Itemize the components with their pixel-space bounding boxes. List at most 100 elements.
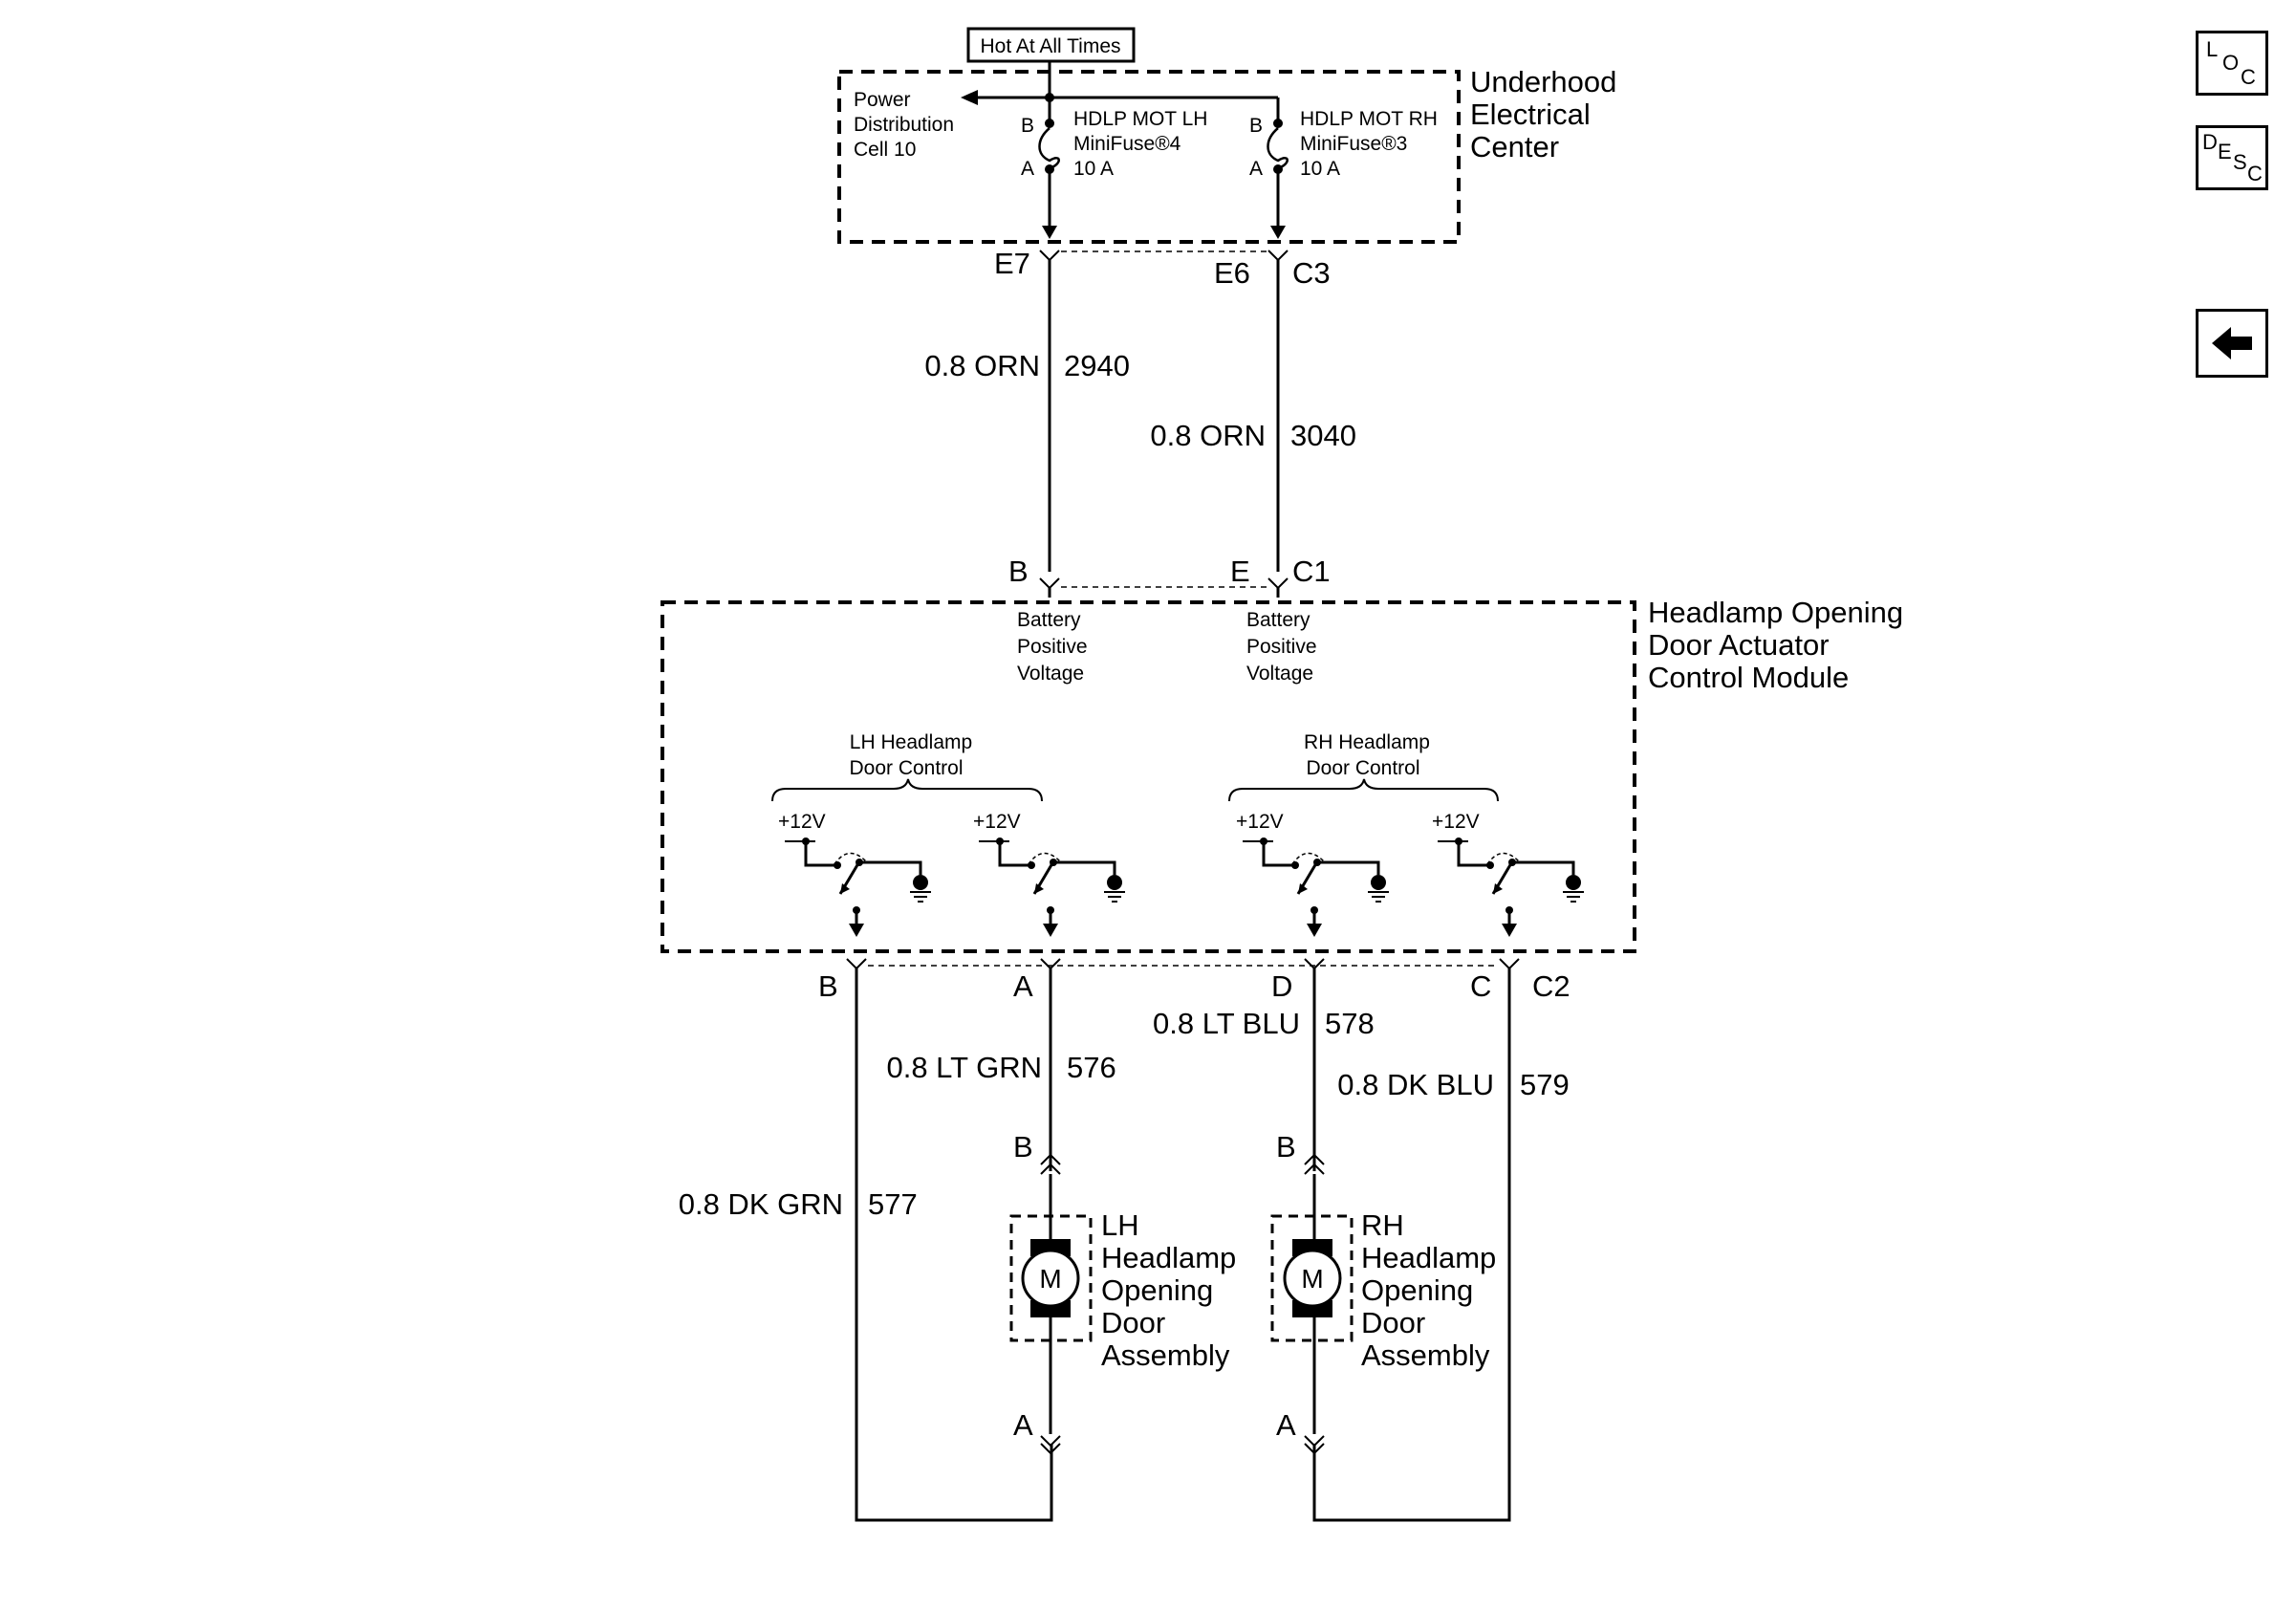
svg-text:Door Control: Door Control — [849, 757, 963, 779]
svg-text:0.8 DK BLU: 0.8 DK BLU — [1337, 1068, 1494, 1101]
svg-text:Electrical: Electrical — [1470, 98, 1591, 131]
supply-label-2: +12V — [973, 811, 1021, 833]
svg-text:RH Headlamp: RH Headlamp — [1304, 731, 1430, 753]
relay-switch-2 — [979, 838, 1125, 937]
svg-text:Opening: Opening — [1361, 1273, 1473, 1307]
svg-text:Door: Door — [1361, 1306, 1425, 1339]
svg-text:RH: RH — [1361, 1208, 1404, 1242]
connector-pin-e-c1: E — [1230, 555, 1250, 588]
svg-text:M: M — [1301, 1264, 1323, 1294]
lh-motor-name: LH Headlamp Opening Door Assembly — [1101, 1208, 1236, 1372]
svg-text:Headlamp: Headlamp — [1361, 1241, 1496, 1274]
svg-text:Distribution: Distribution — [854, 114, 954, 136]
wire-577 — [855, 968, 1053, 1522]
svg-text:Cell 10: Cell 10 — [854, 139, 916, 161]
svg-text:Underhood: Underhood — [1470, 65, 1616, 98]
connector-c3-label: C3 — [1292, 256, 1331, 290]
svg-text:A: A — [1249, 158, 1263, 180]
connector-pin-a-c2: A — [1013, 969, 1033, 1003]
loc-letter-c: C — [2241, 65, 2256, 89]
control-module-title: Headlamp Opening Door Actuator Control M… — [1648, 596, 1903, 694]
svg-text:Door Control: Door Control — [1306, 757, 1419, 779]
svg-text:Battery: Battery — [1246, 609, 1310, 631]
svg-text:MiniFuse®4: MiniFuse®4 — [1073, 133, 1181, 155]
power-distribution-label: Power Distribution Cell 10 — [854, 89, 954, 161]
underhood-electrical-center-title: Underhood Electrical Center — [1470, 65, 1616, 163]
svg-text:Power: Power — [854, 89, 911, 111]
supply-label-1: +12V — [778, 811, 826, 833]
supply-label-3: +12V — [1236, 811, 1284, 833]
wire-label-576: 0.8 LT GRN 576 — [886, 1051, 1116, 1084]
power-distribution-arrow-icon — [961, 90, 978, 105]
battery-positive-voltage-right: Battery Positive Voltage — [1246, 609, 1317, 685]
desc-letter-e: E — [2218, 140, 2232, 163]
wire-579 — [1312, 968, 1511, 1522]
back-button[interactable] — [2196, 309, 2268, 378]
arrow-left-icon — [2212, 327, 2252, 359]
svg-text:A: A — [1021, 158, 1034, 180]
relay-switch-3 — [1243, 838, 1389, 937]
svg-text:577: 577 — [868, 1187, 918, 1221]
svg-text:578: 578 — [1325, 1007, 1375, 1040]
svg-text:Door: Door — [1101, 1306, 1165, 1339]
desc-letter-s: S — [2233, 150, 2247, 174]
svg-text:M: M — [1039, 1264, 1061, 1294]
svg-text:576: 576 — [1067, 1051, 1116, 1084]
svg-text:2940: 2940 — [1064, 349, 1130, 382]
svg-text:10 A: 10 A — [1073, 158, 1114, 180]
svg-text:Center: Center — [1470, 130, 1559, 163]
svg-text:B: B — [1276, 1130, 1296, 1164]
svg-text:A: A — [1276, 1408, 1296, 1442]
loc-button[interactable]: L O C — [2196, 31, 2268, 96]
svg-text:3040: 3040 — [1290, 419, 1356, 452]
svg-text:0.8 LT GRN: 0.8 LT GRN — [886, 1051, 1042, 1084]
relay-switch-1 — [785, 838, 931, 937]
relay-switch-4 — [1438, 838, 1584, 937]
hot-at-all-times-label: Hot At All Times — [980, 35, 1120, 57]
wire-label-3040: 0.8 ORN 3040 — [1150, 419, 1356, 452]
svg-text:B: B — [1013, 1130, 1033, 1164]
desc-button[interactable]: D E S C — [2196, 125, 2268, 190]
svg-text:Voltage: Voltage — [1017, 663, 1084, 685]
svg-text:B: B — [1021, 115, 1034, 137]
svg-text:MiniFuse®3: MiniFuse®3 — [1300, 133, 1407, 155]
wire-label-2940: 0.8 ORN 2940 — [924, 349, 1130, 382]
underhood-electrical-center-box — [837, 70, 1461, 244]
connector-pin-d-c2: D — [1271, 969, 1292, 1003]
svg-text:Headlamp: Headlamp — [1101, 1241, 1236, 1274]
wire-label-578: 0.8 LT BLU 578 — [1153, 1007, 1375, 1040]
svg-text:Positive: Positive — [1017, 636, 1088, 658]
svg-text:B: B — [1249, 115, 1263, 137]
fuse-lh: B A HDLP MOT LH MiniFuse®4 10 A — [1021, 108, 1207, 180]
svg-text:0.8 ORN: 0.8 ORN — [1150, 419, 1266, 452]
lh-door-control-label: LH Headlamp Door Control — [771, 731, 1043, 802]
connector-pin-c-c2: C — [1470, 969, 1491, 1003]
connector-pin-b-c1: B — [1008, 555, 1029, 588]
rh-door-control-label: RH Headlamp Door Control — [1228, 731, 1499, 802]
battery-positive-voltage-left: Battery Positive Voltage — [1017, 609, 1088, 685]
wire-label-579: 0.8 DK BLU 579 — [1337, 1068, 1569, 1101]
svg-text:Door Actuator: Door Actuator — [1648, 628, 1830, 662]
rh-headlamp-door-motor: M B A — [1270, 1130, 1354, 1455]
control-module-box — [661, 600, 1636, 953]
svg-text:Voltage: Voltage — [1246, 663, 1313, 685]
svg-text:Battery: Battery — [1017, 609, 1081, 631]
svg-text:0.8 DK GRN: 0.8 DK GRN — [679, 1187, 843, 1221]
svg-text:LH Headlamp: LH Headlamp — [850, 731, 972, 753]
rh-motor-name: RH Headlamp Opening Door Assembly — [1361, 1208, 1496, 1372]
desc-letter-d: D — [2202, 130, 2218, 154]
connector-pin-e7: E7 — [994, 247, 1030, 280]
loc-letter-l: L — [2206, 37, 2219, 61]
svg-text:Opening: Opening — [1101, 1273, 1213, 1307]
supply-label-4: +12V — [1432, 811, 1480, 833]
svg-text:10 A: 10 A — [1300, 158, 1340, 180]
svg-text:579: 579 — [1520, 1068, 1570, 1101]
svg-text:Assembly: Assembly — [1101, 1338, 1230, 1372]
connector-pin-b-c2: B — [818, 969, 838, 1003]
svg-text:LH: LH — [1101, 1208, 1139, 1242]
lh-headlamp-door-motor: M B A — [1009, 1130, 1093, 1455]
loc-letter-o: O — [2222, 51, 2240, 75]
svg-text:Control Module: Control Module — [1648, 661, 1849, 694]
svg-text:HDLP MOT LH: HDLP MOT LH — [1073, 108, 1207, 130]
